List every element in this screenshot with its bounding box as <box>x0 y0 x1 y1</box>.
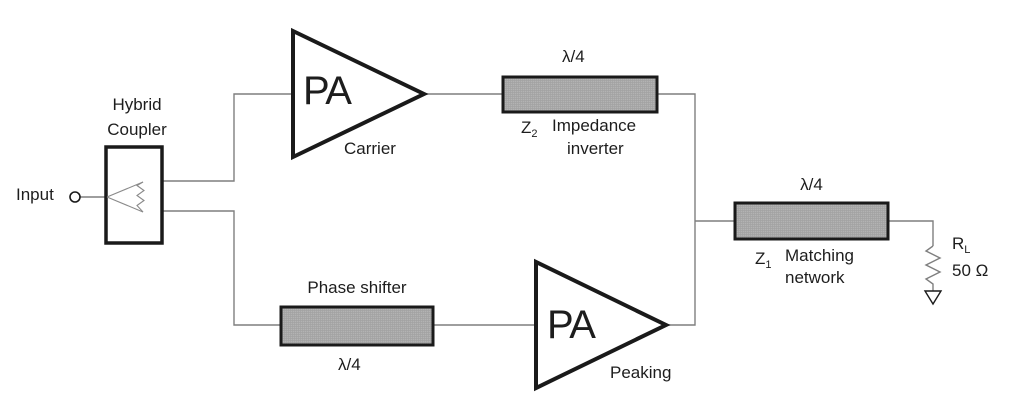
bottom-branch-wire <box>143 210 282 326</box>
matching-network-length-label: λ/4 <box>800 175 823 194</box>
combiner-junction-wire <box>656 93 696 326</box>
impedance-inverter-z-label: Z2 <box>521 118 538 140</box>
phase-shifter-length-label: λ/4 <box>338 355 361 374</box>
carrier-pa-label: PA <box>303 69 352 113</box>
impedance-inverter-z-symbol: Z <box>521 118 532 137</box>
load-resistor-symbol: R <box>952 234 965 253</box>
impedance-inverter-block <box>501 75 659 114</box>
matching-network-name-line2: network <box>785 268 845 287</box>
hybrid-coupler-label: Hybrid Coupler <box>84 92 190 142</box>
top-branch-wire <box>143 93 292 182</box>
peaking-pa-label: PA <box>547 303 596 347</box>
input-label: Input <box>16 185 54 204</box>
coupler-splitter-line-top <box>106 181 144 198</box>
carrier-name-label: Carrier <box>344 139 396 158</box>
impedance-inverter-name-line2: inverter <box>567 139 624 158</box>
peaking-pa-triangle <box>534 258 671 392</box>
impedance-inverter-length-label: λ/4 <box>562 47 585 66</box>
phase-shifter-block <box>279 305 435 347</box>
output-wire <box>887 220 934 246</box>
coupler-resistor-zigzag <box>135 181 145 213</box>
peaking-name-label: Peaking <box>610 363 672 382</box>
matching-network-name-line1: Matching <box>785 246 854 265</box>
phase-shifter-name-label: Phase shifter <box>307 278 407 297</box>
hybrid-coupler-label-line1: Hybrid <box>112 95 162 114</box>
load-resistor-zigzag <box>924 245 942 291</box>
matching-network-block <box>733 201 890 241</box>
impedance-inverter-z-subscript: 2 <box>531 128 538 140</box>
hybrid-coupler-box <box>104 145 164 245</box>
load-resistor-label: RL <box>952 234 971 256</box>
matching-network-z-subscript: 1 <box>765 259 772 271</box>
load-resistor-subscript: L <box>964 244 971 256</box>
ground-symbol <box>923 290 943 306</box>
load-value-label: 50 Ω <box>952 261 989 280</box>
carrier-pa-triangle <box>291 27 429 161</box>
hybrid-coupler-label-line2: Coupler <box>107 120 167 139</box>
impedance-inverter-name-line1: Impedance <box>552 116 637 135</box>
coupler-splitter-line-bottom <box>106 196 144 213</box>
matching-network-z-symbol: Z <box>755 249 766 268</box>
input-terminal-circle <box>69 191 81 203</box>
matching-network-z-label: Z1 <box>755 249 772 271</box>
